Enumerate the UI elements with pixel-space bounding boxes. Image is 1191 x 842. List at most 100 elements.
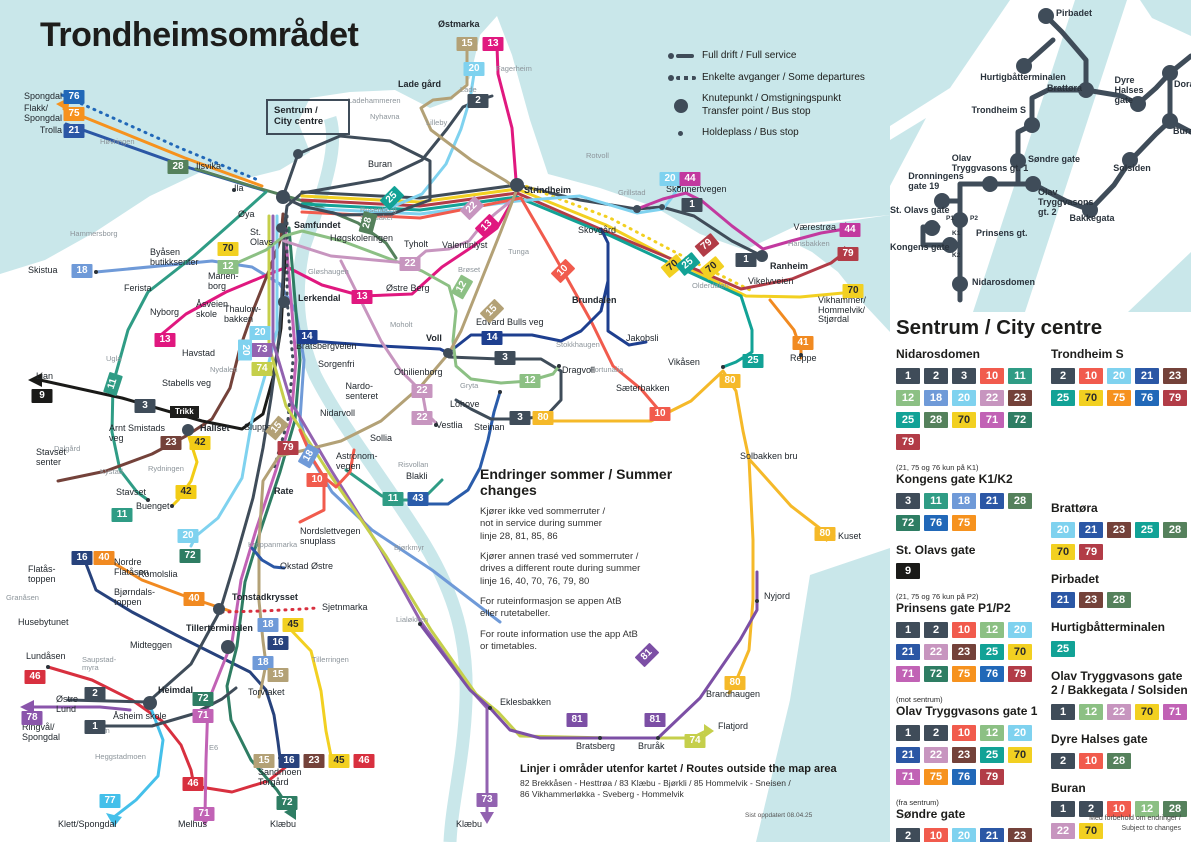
- route-badge-1: 1: [681, 198, 703, 212]
- stop-group: (21, 75 og 76 kun på K1)Kongens gate K1/…: [896, 463, 1043, 535]
- route-badge-79: 79: [277, 441, 299, 455]
- inset-svg: [890, 0, 1191, 312]
- station-label: K1: [952, 230, 961, 237]
- panel-route-badge-2: 2: [924, 622, 948, 639]
- summer-changes-paragraph: For route information use the app AtB or…: [480, 628, 638, 653]
- stop-group-name: Kongens gate K1/K2: [896, 471, 1013, 486]
- station-label: Arnt Smistads veg: [108, 423, 165, 443]
- route-badge-80: 80: [724, 676, 746, 690]
- route-badge-16: 16: [278, 754, 300, 768]
- route-badge-3: 3: [494, 351, 516, 365]
- station-label: K2: [952, 252, 961, 259]
- panel-route-badge-12: 12: [1135, 801, 1159, 818]
- summer-changes-note: Endringer sommer / Summer changes Kjører…: [480, 466, 702, 661]
- station-label: Tillerringen: [312, 655, 349, 664]
- stop-group-note: (mot sentrum): [896, 695, 943, 705]
- station-label: Midteggen: [130, 640, 173, 650]
- route-badge-20: 20: [463, 62, 485, 76]
- route-badge-23: 23: [303, 754, 325, 768]
- station-label: Tillerterminalen: [186, 623, 253, 633]
- panel-route-badge-76: 76: [952, 768, 976, 785]
- sentrum-box-label: Sentrum / City centre: [274, 105, 324, 127]
- route-badge-14: 14: [296, 330, 318, 344]
- panel-route-badge-20: 20: [952, 389, 976, 406]
- route-badge-13: 13: [351, 290, 373, 304]
- station-label: Trikk: [170, 406, 199, 418]
- station-label: Hurtigbåtterminalen: [980, 72, 1066, 82]
- station-label: Byåsen butikksenter: [150, 247, 199, 267]
- route-badge-9: 9: [31, 389, 53, 403]
- panel-route-badge-10: 10: [980, 367, 1004, 384]
- panel-route-badge-3: 3: [896, 492, 920, 509]
- station-label: Tonstadkrysset: [232, 592, 298, 602]
- station-label: Othilienborg: [394, 367, 443, 377]
- panel-route-badge-1: 1: [1051, 703, 1075, 720]
- panel-route-badge-79: 79: [1008, 666, 1032, 683]
- station-label: Gløshaugen: [308, 267, 349, 276]
- station-label: Rate: [274, 486, 294, 496]
- station-label: Brandhaugen: [706, 689, 761, 699]
- stop-group-name: Buran: [1051, 780, 1086, 795]
- route-badge-22: 22: [411, 384, 433, 398]
- station-label: Moholt: [390, 320, 413, 329]
- station-label: Klæbu: [270, 819, 297, 829]
- station-label: Samfundet: [294, 220, 341, 230]
- panel-route-badge-72: 72: [1008, 411, 1032, 428]
- summer-changes-paragraph: Kjører annen trasé ved sommerruter / dri…: [480, 551, 641, 587]
- station-label: Ugla: [106, 354, 122, 363]
- station-label: Gryta: [460, 381, 479, 390]
- transfer-points: [143, 149, 768, 710]
- station-label: Stavset senter: [36, 447, 67, 467]
- route-badge-76: 76: [63, 90, 85, 104]
- route-badge-2: 2: [467, 94, 489, 108]
- panel-route-badge-72: 72: [924, 666, 948, 683]
- station-label: Olav Tryggvasons gt. 1: [951, 153, 1029, 173]
- station-label: Hallset: [200, 423, 230, 433]
- route-badge-72: 72: [276, 796, 298, 810]
- route-badge-22: 22: [399, 257, 421, 271]
- panel-route-badge-76: 76: [924, 514, 948, 531]
- legend-label: Enkelte avganger / Some departures: [702, 71, 865, 83]
- panel-route-badge-2: 2: [924, 724, 948, 741]
- station-label: Stavset: [116, 487, 147, 497]
- panel-route-badge-75: 75: [924, 768, 948, 785]
- route-badge-44: 44: [679, 172, 701, 186]
- route-badge-44: 44: [839, 223, 861, 237]
- panel-route-badge-23: 23: [1107, 521, 1131, 538]
- panel-route-badge-25: 25: [1135, 521, 1159, 538]
- route-badge-12: 12: [217, 260, 239, 274]
- station-label: Reppe: [790, 353, 817, 363]
- station-label: Blakli: [406, 471, 428, 481]
- route-badge-18: 18: [71, 264, 93, 278]
- station-label: Dyre Halses gate: [1114, 75, 1144, 105]
- sentrum-city-centre-box: Sentrum / City centre: [266, 99, 350, 135]
- route-badge-12: 12: [519, 374, 541, 388]
- station-label: Lilleby: [426, 118, 448, 127]
- map-canvas-svg: [0, 0, 890, 842]
- station-label: Heimdal: [158, 685, 194, 695]
- panel-route-badge-10: 10: [924, 827, 948, 842]
- station-label: Vestlia: [436, 420, 463, 430]
- station-label: Åsheim skole: [113, 711, 167, 721]
- station-label: Skovgård: [578, 225, 617, 235]
- panel-route-badge-21: 21: [1051, 592, 1075, 609]
- station-label: Okstad Østre: [280, 561, 334, 571]
- route-badge-10: 10: [306, 473, 328, 487]
- route-badge-70: 70: [842, 284, 864, 298]
- stop-group-name: Hurtigbåtterminalen: [1051, 620, 1166, 635]
- station-label: Ferista: [124, 283, 152, 293]
- panel-route-badge-11: 11: [1008, 367, 1032, 384]
- station-label: Dronningens gate 19: [908, 171, 964, 191]
- route-badge-1: 1: [735, 253, 757, 267]
- stop-group-name: Olav Tryggvasons gate 1: [896, 704, 1038, 719]
- station-label: Flatjord: [718, 721, 749, 731]
- station-label: Værestrøa: [793, 222, 836, 232]
- panel-route-badge-28: 28: [1008, 492, 1032, 509]
